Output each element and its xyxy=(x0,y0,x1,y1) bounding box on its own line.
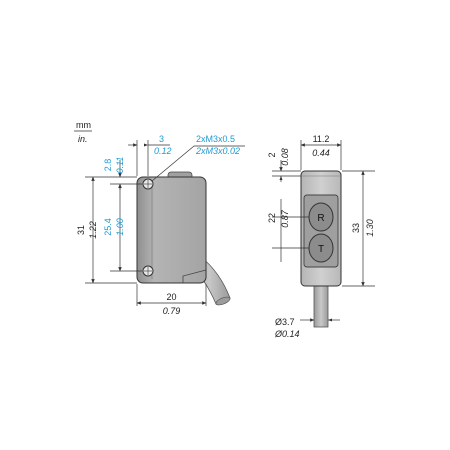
front-view: R T 11.2 0.44 2 0.08 22 0.87 33 1.30 Ø3 xyxy=(267,134,375,339)
front-pitch-in: 0.87 xyxy=(280,209,290,228)
unit-imperial-label: in. xyxy=(78,134,88,144)
side-height-in: 1.22 xyxy=(88,221,98,239)
side-top-mm: 2.8 xyxy=(103,159,113,172)
front-top-mm: 2 xyxy=(267,152,277,157)
side-body xyxy=(136,176,207,284)
side-view: 3 0.12 2xM3x0.5 2xM3x0.02 2.8 0.11 31 1.… xyxy=(76,134,245,316)
side-hole-label-mm: 2xM3x0.5 xyxy=(196,134,235,144)
side-pitch-mm: 25.4 xyxy=(103,218,113,236)
side-offset-mm: 3 xyxy=(159,134,164,144)
front-top-in: 0.08 xyxy=(280,148,290,166)
front-width-in: 0.44 xyxy=(312,148,330,158)
front-height-in: 1.30 xyxy=(365,219,375,237)
side-hole-label-in: 2xM3x0.02 xyxy=(195,146,240,156)
unit-metric-label: mm xyxy=(76,120,91,130)
cable-diameter-mm: Ø3.7 xyxy=(275,317,295,327)
side-height-mm: 31 xyxy=(76,225,86,235)
lens-r-label: R xyxy=(317,213,324,224)
side-pitch-in: 1.00 xyxy=(115,218,125,236)
side-width-in: 0.79 xyxy=(163,306,181,316)
side-top-in: 0.11 xyxy=(115,157,125,174)
front-width-mm: 11.2 xyxy=(313,134,330,144)
units-legend: mm in. xyxy=(74,120,92,144)
front-cable xyxy=(313,284,329,328)
cable-diameter-in: Ø0.14 xyxy=(274,329,300,339)
lens-t-label: T xyxy=(318,244,324,255)
side-width-mm: 20 xyxy=(166,292,176,302)
front-pitch-mm: 22 xyxy=(267,213,277,223)
front-height-mm: 33 xyxy=(351,223,361,233)
side-offset-in: 0.12 xyxy=(154,146,172,156)
